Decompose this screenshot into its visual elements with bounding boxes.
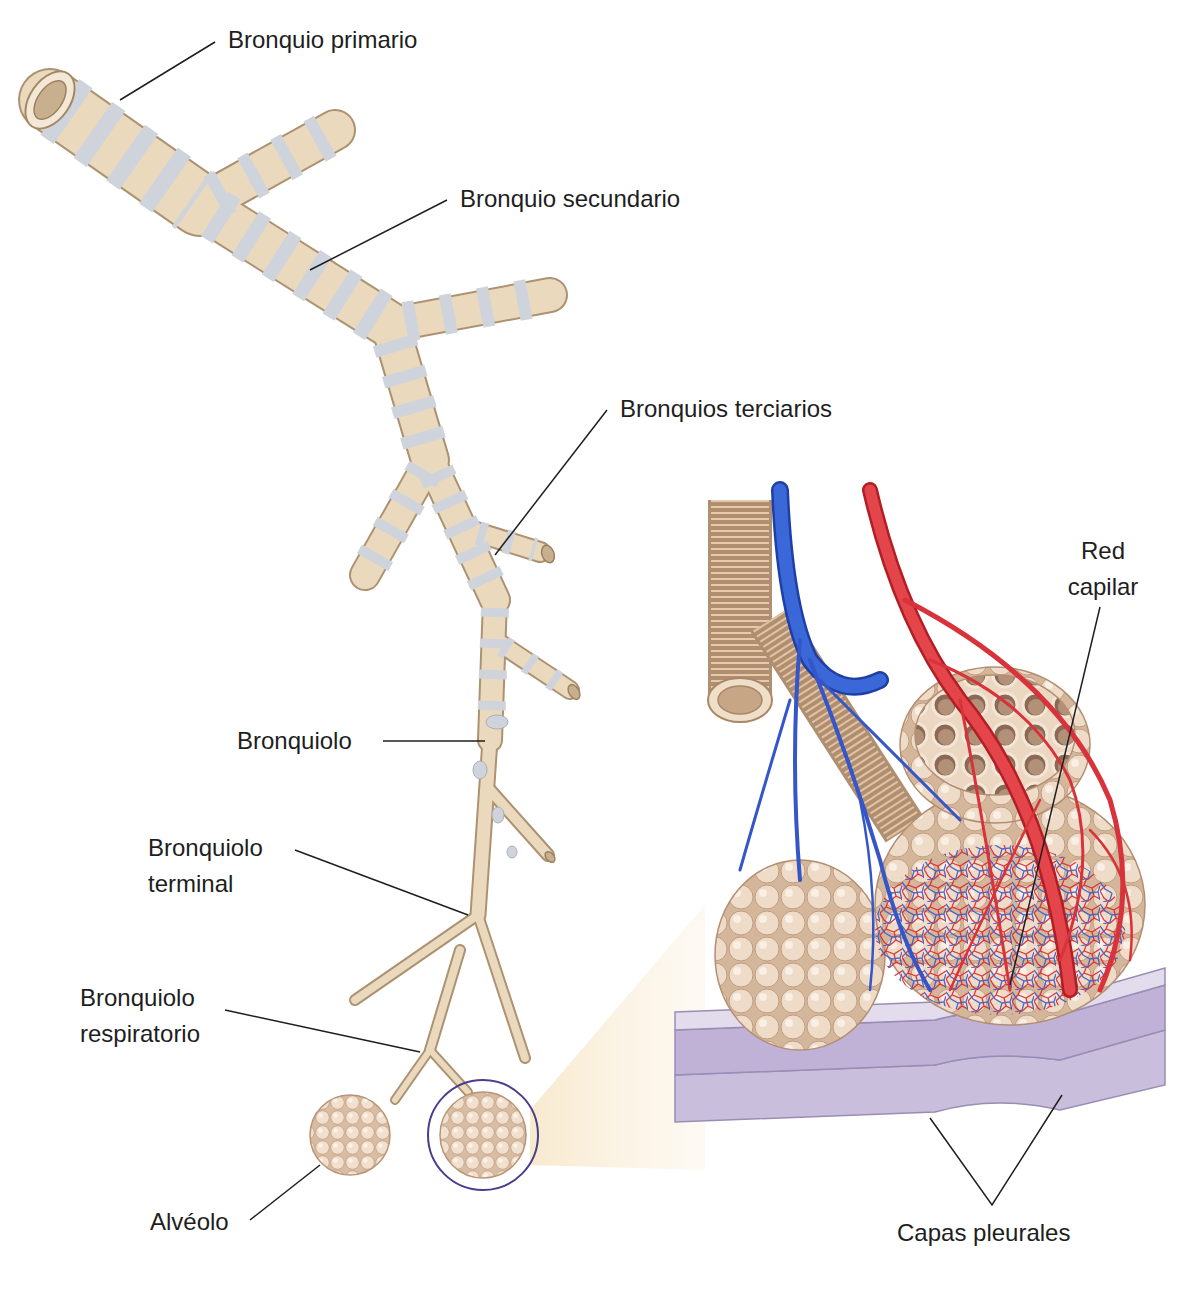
bronchial-tree-part [490,790,548,855]
bronchial-tree-outline-part [50,100,200,205]
blood-vessels-part [870,490,1070,990]
part-label: Bronquio secundario [460,181,720,217]
inset-bronchiole-part [770,620,905,830]
bronchus-opening-part [15,62,84,137]
cartilage-plates [473,715,517,858]
cartilage-plates-part [507,846,517,858]
bronchial-tree-part [495,640,570,690]
inset-alveoli [715,667,1145,1050]
inset-bronchiole-part [770,620,905,830]
part-label: Bronquiolo respiratorio [80,980,230,1052]
cartilage-rings-part [368,470,425,570]
leader-lines-part [310,200,447,270]
bronchial-tree-outline-part [395,1050,430,1100]
cartilage-rings-part [60,107,195,201]
bronchus-opening [15,62,84,137]
alveolar-sac-part [310,1095,390,1175]
bronchus-opening-part [28,75,73,125]
cartilage-plates-part [492,807,504,823]
part-label: Red capilar [1057,533,1149,605]
part-label: Bronquio primario [228,22,458,58]
bronchial-tree-outline-part [390,295,550,325]
blood-vessels-part [870,490,1070,990]
leader-lines-part [295,850,468,915]
alveolar-sac-part [440,1092,526,1178]
bronchial-tree-part [430,950,460,1050]
leader-lines [120,42,1100,1220]
cartilage-rings-part [405,296,545,322]
leader-lines-part [250,1165,320,1220]
blood-vessels-part [820,680,960,820]
blood-vessels-part [960,700,1010,990]
inset-bronchiole-part [718,686,762,714]
bronchial-tree-outline-part [200,130,335,205]
bronchial-tree-outline-part [495,640,570,690]
bronchial-tree-outline-part [430,1050,468,1092]
blood-vessels-part [780,490,880,687]
part-label: Capas pleurales [897,1215,1117,1251]
cartilage-rings-part [491,608,495,730]
cartilage-rings-part [503,646,566,688]
branch-openings-part [543,850,557,864]
leader-lines-part [930,1095,1062,1205]
bronchial-tree-part [365,460,430,575]
bronchial-tree-outline-part [390,325,430,460]
inset-bronchiole-part [708,500,772,700]
blood-vessels [740,490,1132,990]
leader-lines-part [1010,607,1100,985]
bronchial-tree-part [478,915,525,1058]
inset-bronchiole-part [708,678,772,722]
blood-vessels-part [740,700,790,870]
leader-lines-part [225,1010,420,1052]
bronchial-tree-outline [50,100,570,1100]
bronchial-tree-part [390,295,550,325]
blood-vessels-part [795,640,800,880]
blood-vessels-part [860,800,873,990]
part-label: Bronquiolo [237,723,387,759]
cartilage-rings-part [478,533,535,550]
blood-vessels-part [810,660,930,990]
bronchial-tree-outline-part [478,915,525,1058]
blood-vessels-part [1090,830,1132,960]
leader-lines-part [495,410,607,555]
bronchial-tree-outline-part [200,205,390,325]
bronchial-tree-part [200,130,335,205]
cartilage-rings-part [215,214,385,322]
bronchial-tree-outline-part [365,460,430,575]
branch-openings-part [539,543,556,564]
bronchial-tree-part [390,325,430,460]
blood-vessels-part [930,660,1083,960]
blood-vessels-part [780,490,880,687]
part-label: Bronquios terciarios [620,391,880,427]
leader-lines-part [383,740,485,742]
cartilage-plates-part [486,715,508,729]
alveolar-sac-part [428,1080,538,1190]
cartilage-rings-part [215,133,330,197]
blood-vessels-part [905,600,1123,990]
cartilage-plates-part [473,761,487,779]
branch-openings [539,543,582,864]
branch-openings-part [566,683,583,702]
leader-lines-part [120,42,215,100]
bronchial-tree-outline-part [430,950,460,1050]
part-label: Alvéolo [150,1204,270,1240]
part-label: Bronquiolo terminal [148,830,288,902]
alveolar-sac [310,1080,538,1190]
cartilage-rings-part [394,340,428,455]
bronchial-tree [50,100,570,1100]
bronchial-tree-part [50,100,200,205]
blood-vessels-part [950,800,1040,990]
inset-alveoli-part [715,860,885,1050]
bronchial-tree-outline-part [490,790,548,855]
bronchial-tree-part [200,205,390,325]
inset-bronchiole-part [711,500,769,700]
bronchial-tree-part [395,1050,430,1100]
bronchial-tree-part [430,1050,468,1092]
